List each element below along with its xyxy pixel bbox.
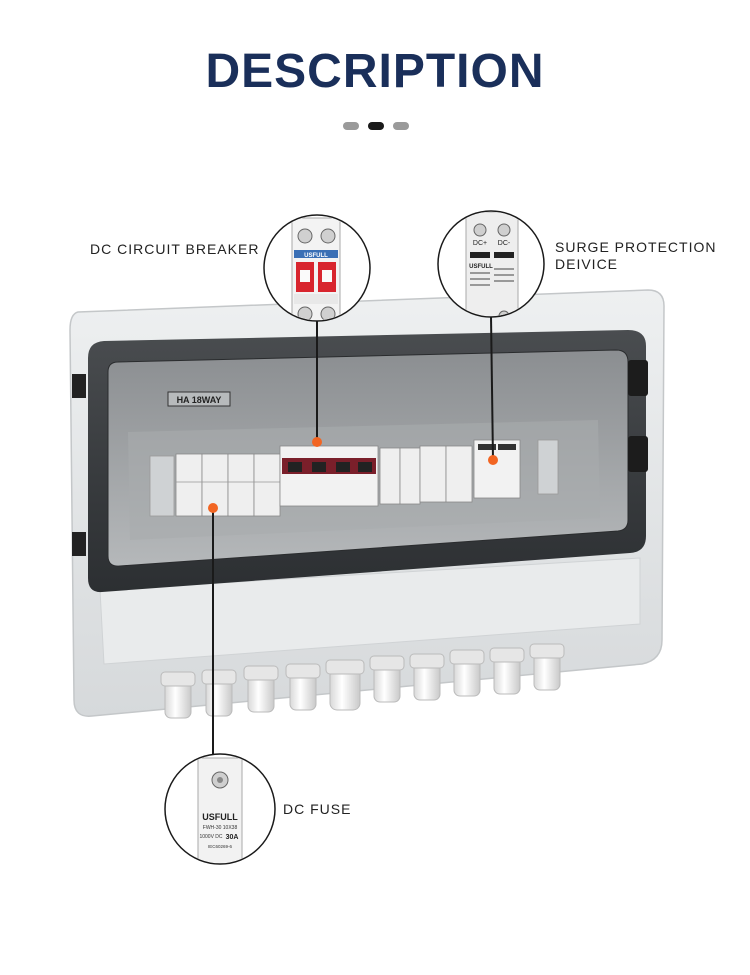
spd-brand: USFULL xyxy=(469,264,493,270)
page-title: DESCRIPTION xyxy=(205,45,545,98)
fuse-brand: USFULL xyxy=(202,812,238,822)
callout-fuse-zoom: USFULL FWH-30 10X38 1000V DC 30A IEC6026… xyxy=(164,753,276,865)
fuse-holder xyxy=(175,453,281,517)
carousel-dot-2-active[interactable] xyxy=(368,122,384,130)
fuse-rating-voltage: 1000V DC xyxy=(199,834,222,840)
spd-terminal-minus: DC- xyxy=(498,240,511,247)
callout-breaker-zoom: USFULL xyxy=(263,214,371,322)
callout-spd-zoom: DC+ DC- USFULL xyxy=(437,210,545,318)
carousel-dot-3[interactable] xyxy=(393,122,409,130)
hinge-top xyxy=(72,374,86,398)
label-dc-circuit-breaker: DC CIRCUIT BREAKER xyxy=(90,241,260,257)
label-dc-fuse: DC FUSE xyxy=(283,801,352,817)
surge-protection-module xyxy=(473,439,521,499)
label-surge-protection-line2: DEIVICE xyxy=(555,256,619,272)
leader-line-spd xyxy=(490,315,494,461)
fuse-code: IEC60269-6 xyxy=(208,844,233,849)
marker-fuse xyxy=(208,503,218,513)
din-rail-modules xyxy=(149,439,559,517)
breaker-brand: USFULL xyxy=(304,253,328,259)
dc-circuit-breaker-module xyxy=(279,445,379,507)
carousel-dot-1[interactable] xyxy=(343,122,359,130)
fuse-rating-current: 30A xyxy=(226,834,239,841)
latch-top[interactable] xyxy=(628,360,648,396)
fuse-model: FWH-30 10X38 xyxy=(203,825,238,831)
hinge-bottom xyxy=(72,532,86,556)
latch-bottom[interactable] xyxy=(628,436,648,472)
marker-spd xyxy=(488,455,498,465)
spd-terminal-plus: DC+ xyxy=(473,240,487,247)
enclosure-tag: HA 18WAY xyxy=(177,395,222,405)
carousel-indicator xyxy=(343,122,409,130)
marker-breaker xyxy=(312,437,322,447)
label-surge-protection-line1: SURGE PROTECTION xyxy=(555,239,717,255)
cable-glands xyxy=(160,643,565,719)
